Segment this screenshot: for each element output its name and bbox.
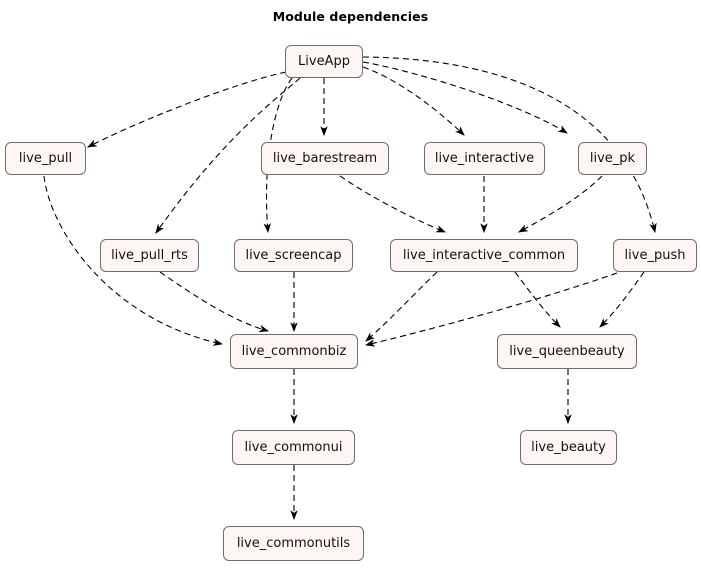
node-label: live_push xyxy=(624,248,686,263)
node-live_beauty[interactable]: live_beauty xyxy=(520,430,617,465)
node-live_screencap[interactable]: live_screencap xyxy=(234,239,353,272)
node-live_commonui[interactable]: live_commonui xyxy=(232,430,355,465)
node-label: live_pull_rts xyxy=(111,248,188,263)
node-label: live_commonutils xyxy=(236,536,351,551)
node-live_pull_rts[interactable]: live_pull_rts xyxy=(100,239,199,272)
node-label: LiveApp xyxy=(298,54,350,69)
node-live_barestream[interactable]: live_barestream xyxy=(261,142,389,175)
node-label: live_commonbiz xyxy=(241,344,347,359)
node-label: live_interactive xyxy=(434,151,535,166)
page-title: Module dependencies xyxy=(272,9,429,24)
node-label: live_beauty xyxy=(531,440,606,455)
node-label: live_queenbeauty xyxy=(509,344,625,359)
node-live_interactive_common[interactable]: live_interactive_common xyxy=(390,239,578,272)
node-label: live_barestream xyxy=(272,151,378,166)
node-live_commonutils[interactable]: live_commonutils xyxy=(223,526,364,561)
node-live_push[interactable]: live_push xyxy=(613,239,697,272)
node-live_queenbeauty[interactable]: live_queenbeauty xyxy=(497,334,637,369)
node-live_pk[interactable]: live_pk xyxy=(578,142,647,175)
node-live_pull[interactable]: live_pull xyxy=(5,142,86,175)
node-label: live_pk xyxy=(589,151,636,166)
node-live_commonbiz[interactable]: live_commonbiz xyxy=(230,334,358,369)
node-label: live_interactive_common xyxy=(402,248,566,263)
node-label: live_screencap xyxy=(245,248,342,263)
node-live_interactive[interactable]: live_interactive xyxy=(424,142,545,175)
node-LiveApp[interactable]: LiveApp xyxy=(285,45,363,78)
node-label: live_pull xyxy=(18,151,73,166)
node-label: live_commonui xyxy=(244,440,343,455)
